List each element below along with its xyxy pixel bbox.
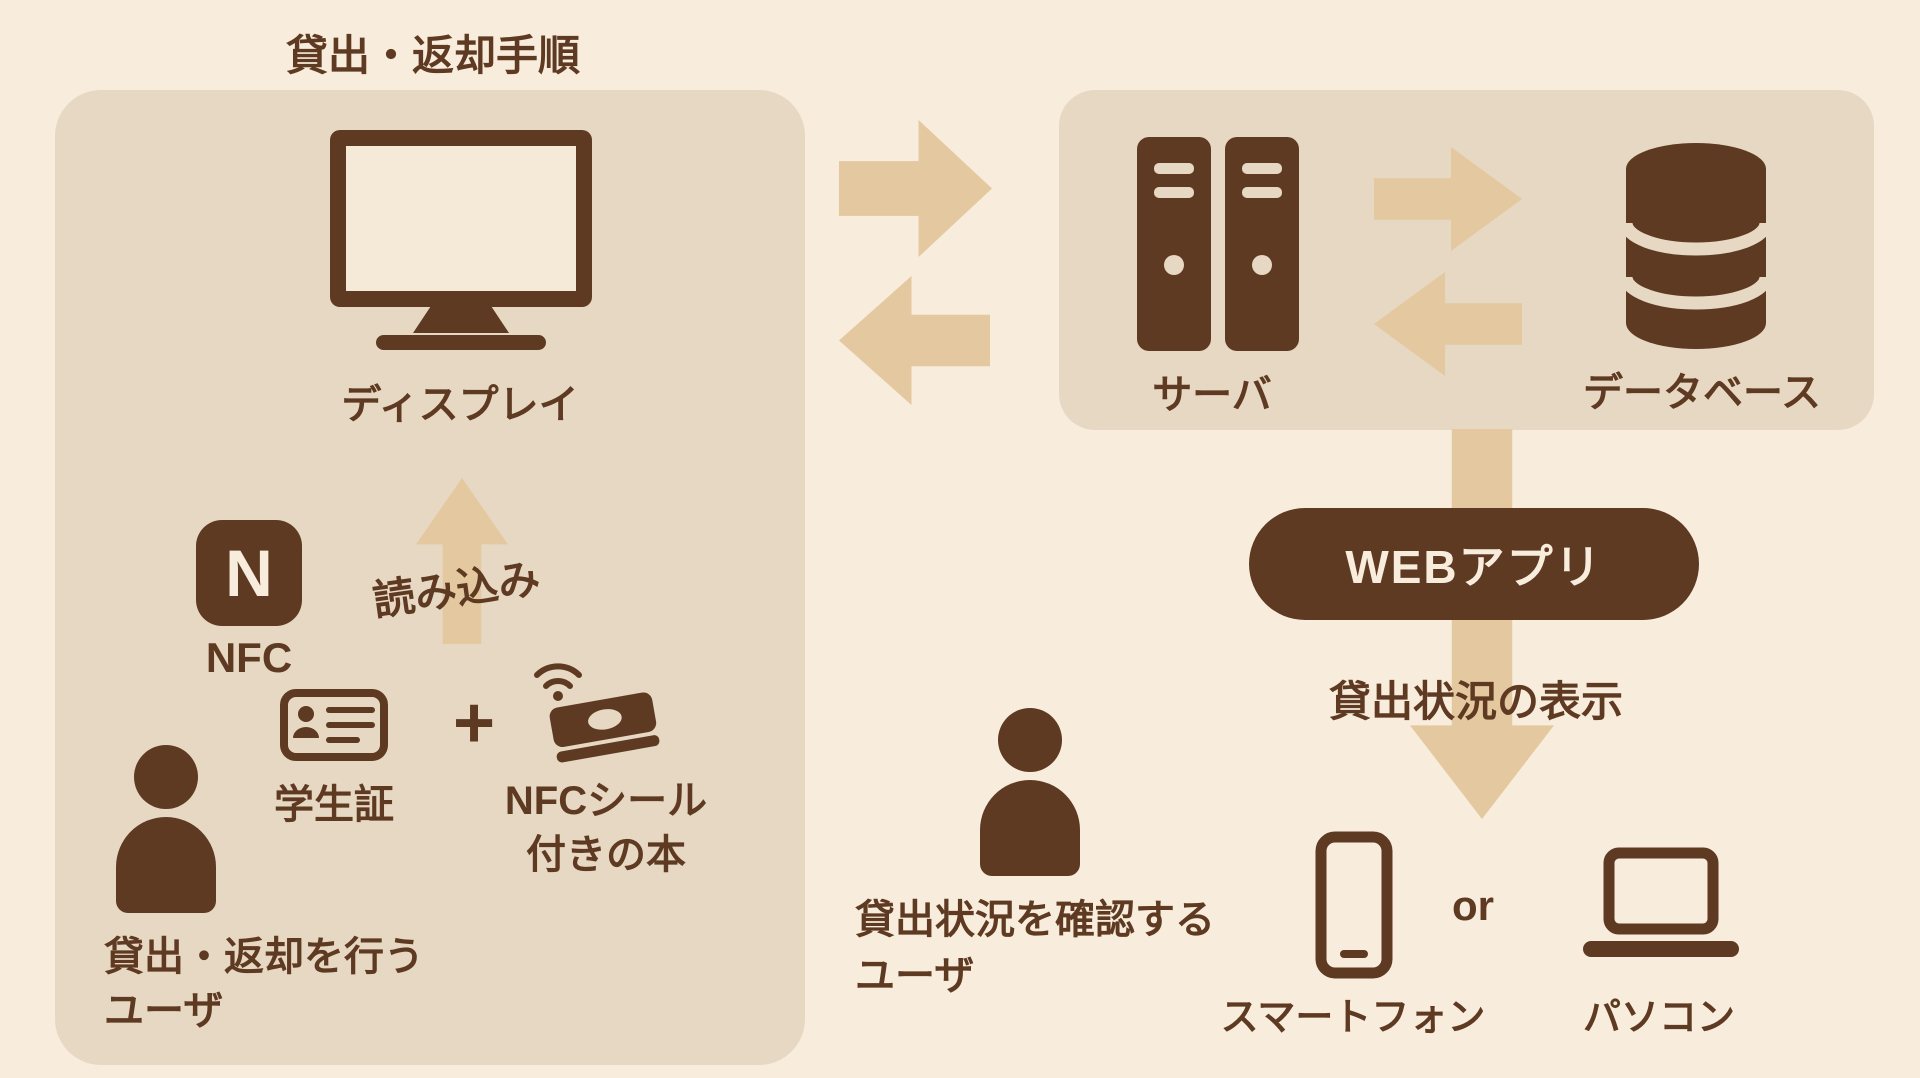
nfc-book-label: NFCシール 付きの本 — [456, 774, 756, 882]
borrower-user-label-line2: ユーザ — [104, 989, 224, 1033]
laptop-icon — [1583, 847, 1739, 965]
plus-sign: + — [452, 683, 496, 763]
webapp-pill: WEBアプリ — [1249, 508, 1699, 620]
borrower-user-body — [116, 817, 216, 913]
laptop-label: パソコン — [1582, 997, 1735, 1039]
viewer-user-body — [980, 780, 1080, 876]
arrow-server-to-display-icon — [839, 276, 990, 405]
nfc-book-label-line2: 付きの本 — [526, 833, 686, 877]
server-tower — [1225, 137, 1299, 351]
borrower-user-head — [134, 745, 198, 809]
nfc-book-label-line1: NFCシール — [504, 779, 708, 823]
server-label: サーバ — [1152, 373, 1272, 417]
nfc-book-icon — [524, 660, 667, 763]
nfc-icon: N — [196, 520, 302, 626]
nfc-label: NFC — [205, 634, 293, 681]
arrow-display-to-server-icon — [839, 120, 992, 257]
borrower-user-label: 貸出・返却を行う ユーザ — [104, 930, 424, 1038]
page-title: 貸出・返却手順 — [286, 32, 581, 79]
database-label: データベース — [1583, 371, 1821, 415]
database-icon — [1619, 137, 1773, 355]
student-card-label: 学生証 — [274, 783, 394, 827]
display-base — [376, 335, 546, 350]
viewer-user-label-line1: 貸出状況を確認する — [855, 898, 1215, 942]
smartphone-icon — [1314, 830, 1394, 980]
display-screen — [330, 130, 592, 307]
status-display-label: 貸出状況の表示 — [1328, 678, 1623, 725]
viewer-user-label: 貸出状況を確認する ユーザ — [855, 892, 1215, 1004]
server-icon — [1137, 137, 1299, 351]
viewer-user-icon — [980, 708, 1080, 876]
viewer-user-head — [998, 708, 1062, 772]
display-icon — [330, 130, 592, 350]
borrower-user-icon — [116, 745, 216, 913]
smartphone-label: スマートフォン — [1220, 997, 1486, 1039]
or-label: or — [1452, 882, 1494, 929]
viewer-user-label-line2: ユーザ — [855, 954, 975, 998]
server-tower — [1137, 137, 1211, 351]
webapp-pill-label: WEBアプリ — [1345, 541, 1603, 593]
nfc-letter: N — [225, 536, 273, 610]
borrower-user-label-line1: 貸出・返却を行う — [104, 935, 424, 979]
student-card-icon — [279, 688, 389, 762]
display-stand — [413, 307, 509, 333]
display-label: ディスプレイ — [341, 383, 579, 427]
webapp-arrow-down-icon — [1410, 429, 1554, 819]
